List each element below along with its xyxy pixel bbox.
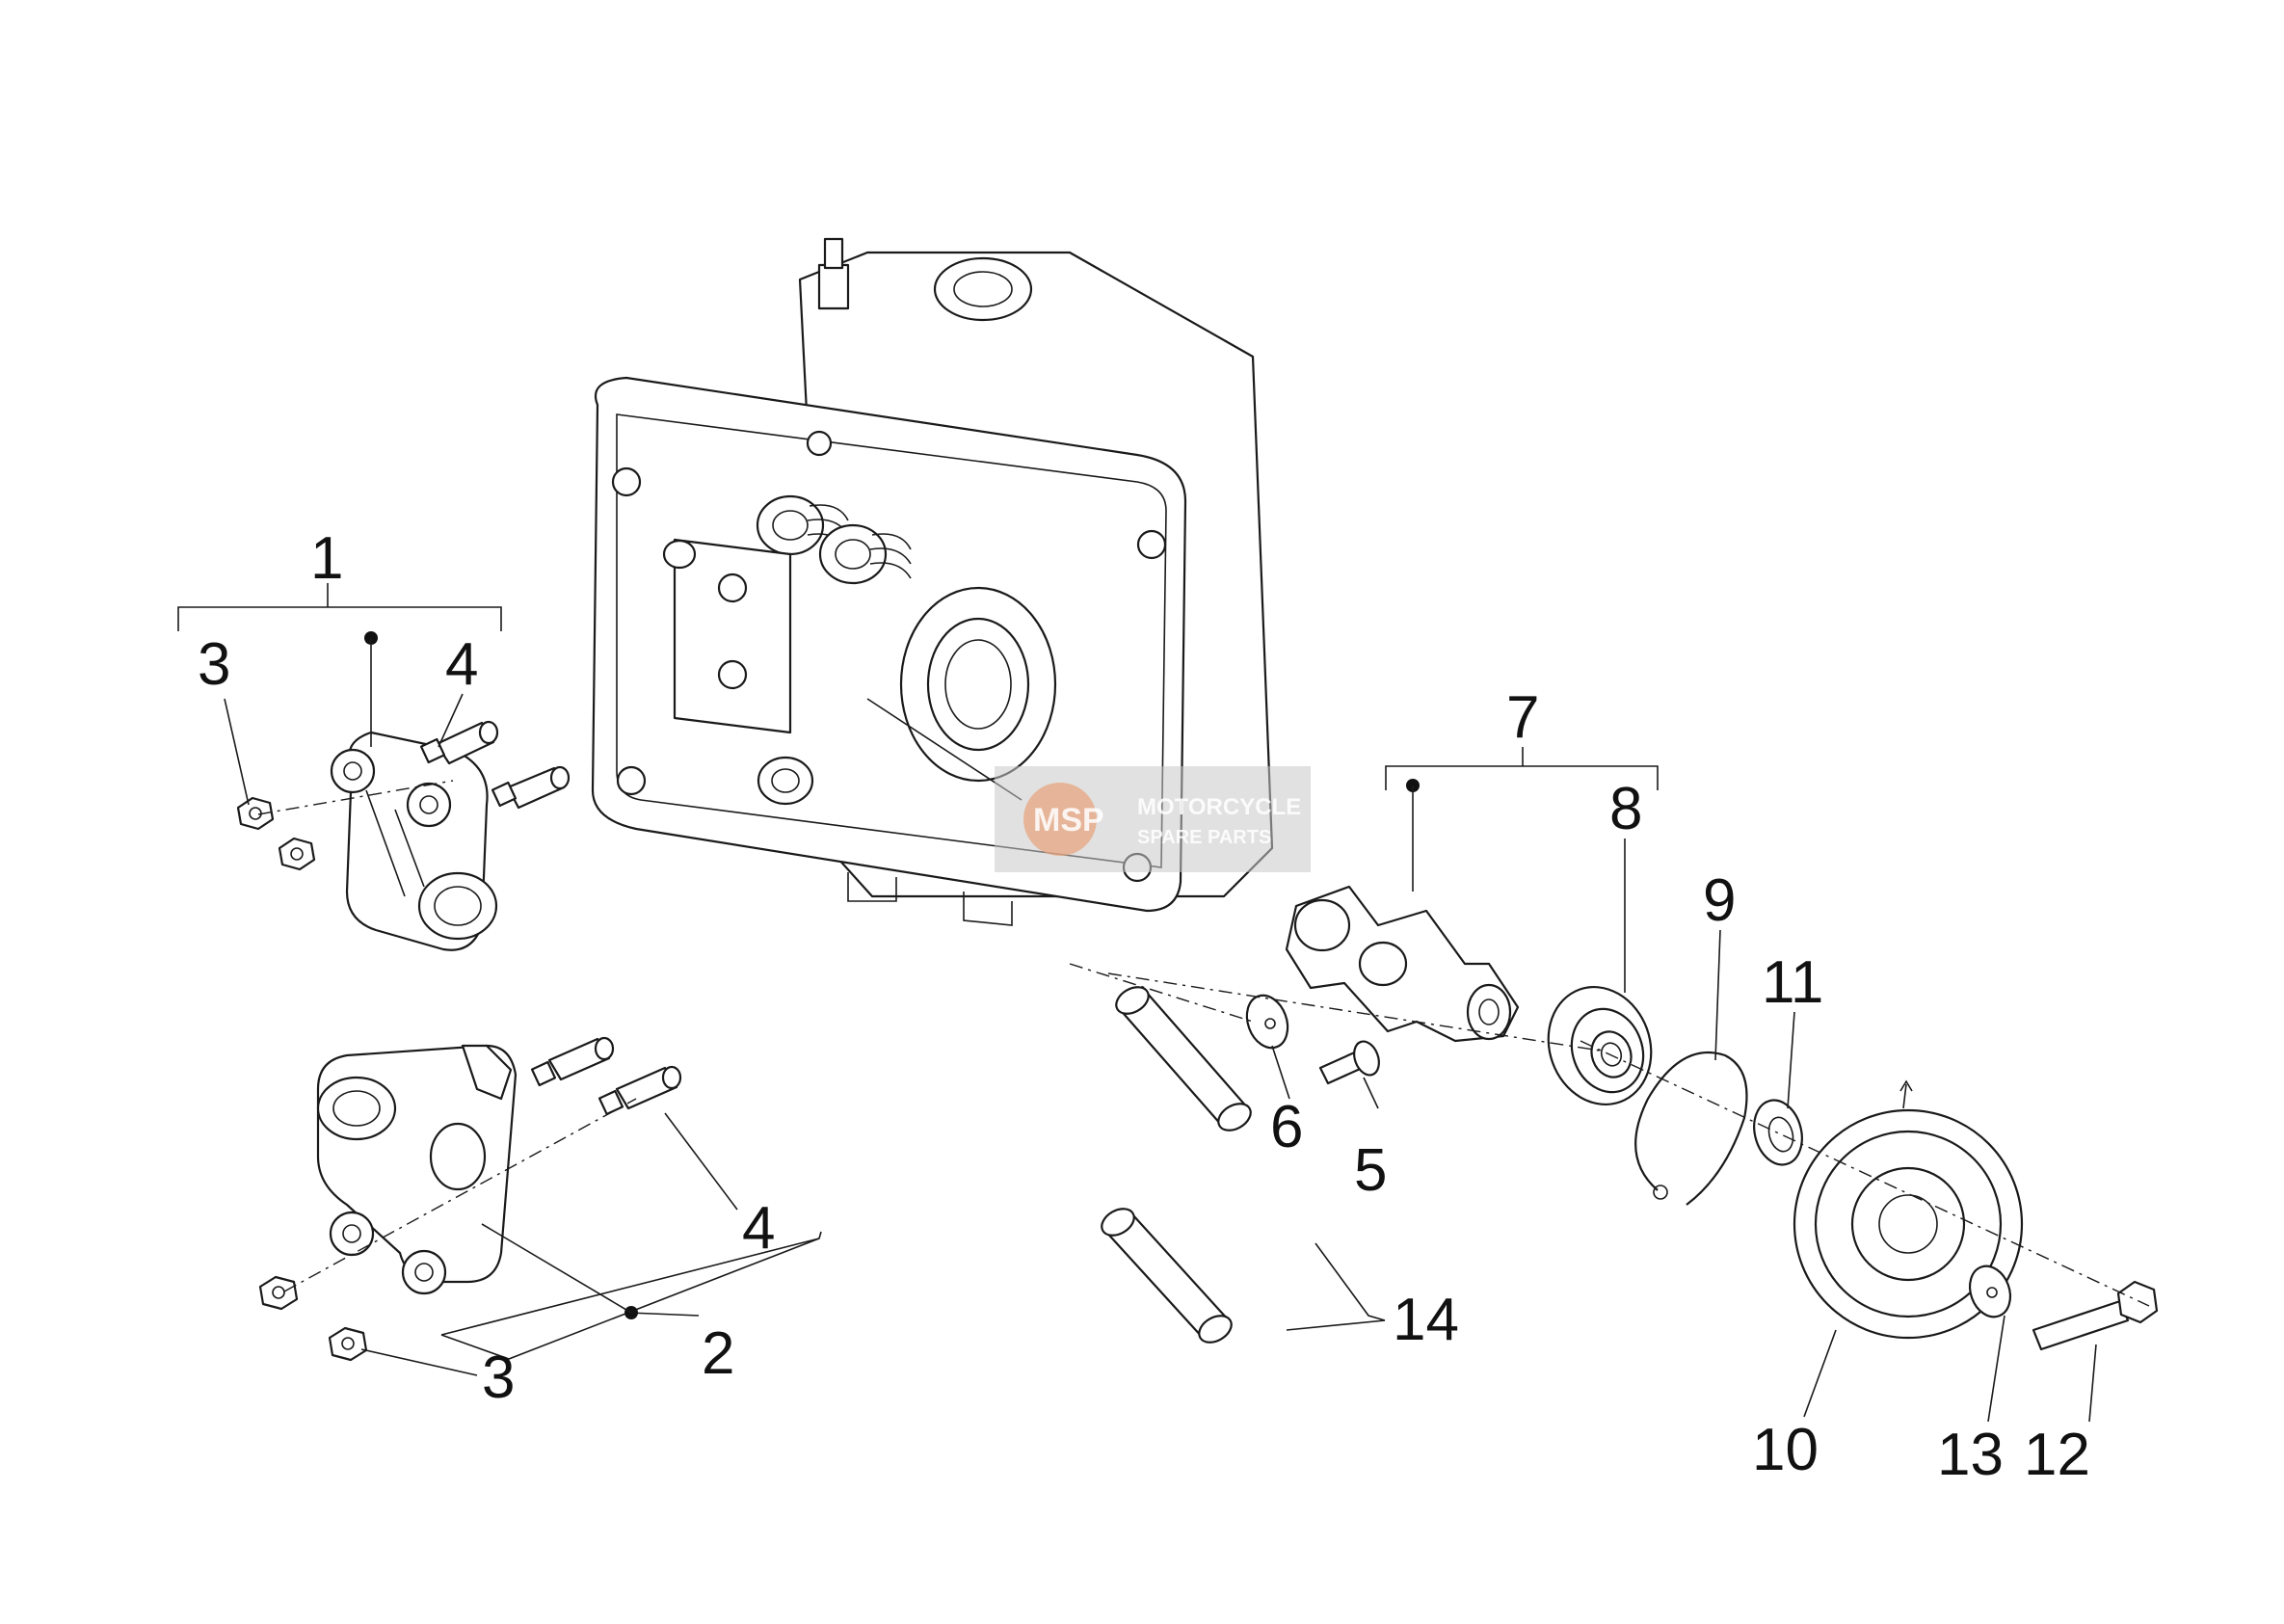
leader-lines <box>177 583 2097 1423</box>
bearing-8 <box>1547 985 1653 1106</box>
bolt-12 <box>2032 1280 2159 1351</box>
callout-7: 7 <box>1506 684 1539 751</box>
watermark-logo: MSP <box>1033 802 1104 839</box>
rocker-arm-upper <box>330 731 498 951</box>
rocker-arm-lower <box>316 1044 518 1295</box>
circlip-9 <box>1634 1051 1748 1206</box>
callout-10: 10 <box>1752 1417 1819 1483</box>
callout-13: 13 <box>1937 1422 2004 1488</box>
callout-1: 1 <box>310 525 343 592</box>
valve-springs <box>756 494 912 585</box>
washer-13 <box>1968 1265 2012 1318</box>
callout-6: 6 <box>1270 1094 1303 1160</box>
watermark: MSP MOTORCYCLE SPARE PARTS <box>995 766 1311 872</box>
callout-4-lower: 4 <box>742 1195 775 1262</box>
dowel-pins-14 <box>1101 986 1252 1344</box>
callout-9: 9 <box>1703 867 1736 934</box>
camshaft <box>1285 885 1520 1043</box>
callout-14: 14 <box>1393 1287 1459 1353</box>
washer-6 <box>1245 994 1289 1050</box>
callout-3-upper: 3 <box>198 631 230 698</box>
callout-11: 11 <box>1762 949 1823 1016</box>
bolt-5 <box>1318 1040 1380 1085</box>
nuts-upper <box>236 796 316 871</box>
watermark-line2: SPARE PARTS <box>1137 827 1271 848</box>
callout-3-lower: 3 <box>482 1344 515 1411</box>
watermark-line1: MOTORCYCLE <box>1137 794 1301 820</box>
callout-labels: 1 3 4 4 2 3 7 8 9 11 6 5 14 10 13 12 <box>198 525 2090 1488</box>
nuts-lower <box>258 1275 368 1362</box>
adjusting-screws-lower <box>530 1036 682 1116</box>
adjusting-screws-upper <box>419 720 571 810</box>
assembly-axis-lines <box>257 780 2150 1307</box>
callout-12: 12 <box>2024 1422 2090 1488</box>
callout-2: 2 <box>702 1320 734 1387</box>
callout-4-upper: 4 <box>445 631 478 698</box>
callout-5: 5 <box>1354 1137 1387 1204</box>
cylinder-head <box>591 237 1274 926</box>
callout-8: 8 <box>1609 776 1642 842</box>
